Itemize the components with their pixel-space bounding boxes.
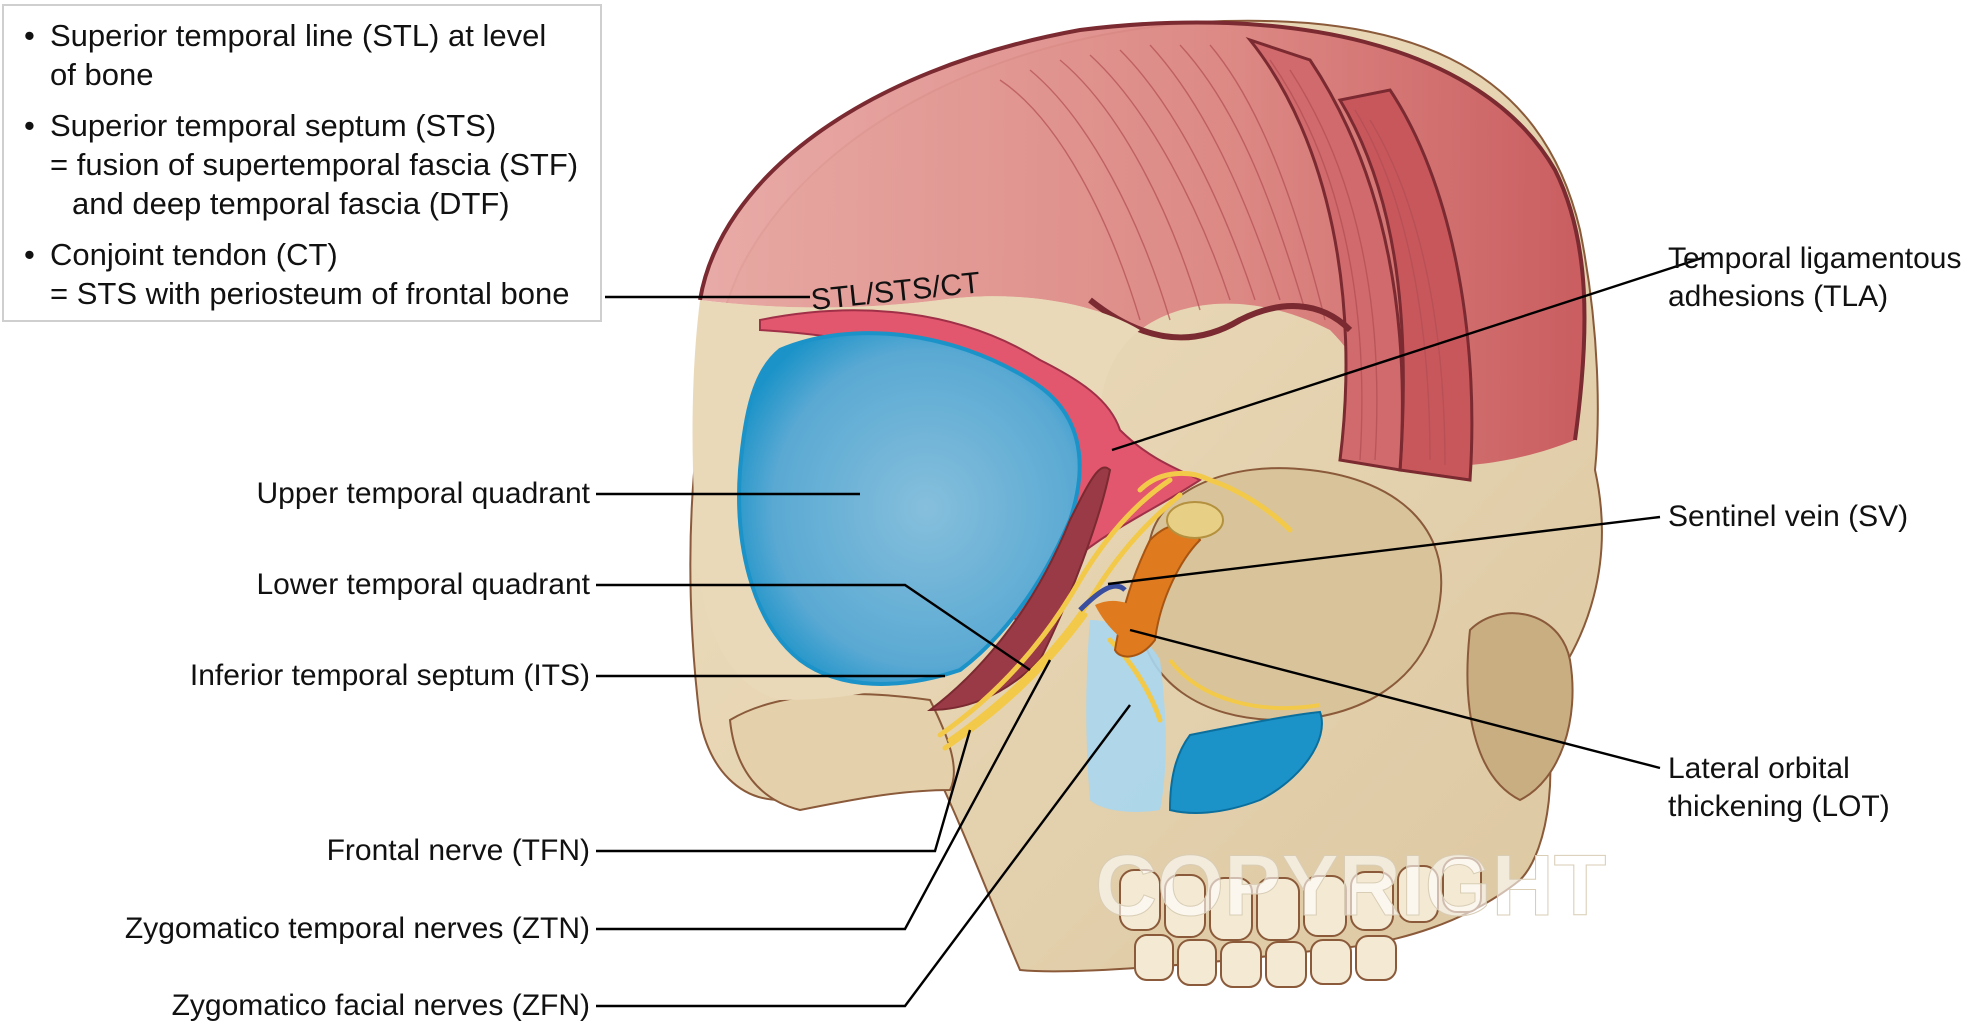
orbit-rim: [1168, 658, 1321, 710]
bullet-text: Superior temporal septum (STS) = fusion …: [50, 106, 590, 223]
label-inferior-temporal-septum: Inferior temporal septum (ITS): [189, 659, 590, 692]
nasal-cavity: [1466, 612, 1574, 802]
muscle-edge: [698, 20, 1587, 441]
label-lower-temporal-quadrant: Lower temporal quadrant: [256, 568, 590, 601]
leader-tfn: [596, 729, 972, 853]
upper-temporal-quadrant: [737, 331, 1082, 686]
zygomatic-arch: [728, 693, 955, 812]
muscle-fibers: [999, 44, 1446, 466]
bullet-dot: •: [24, 18, 35, 53]
leader-ztn: [596, 659, 1052, 931]
info-bullet-stl: • Superior temporal line (STL) at level …: [24, 16, 590, 94]
label-line: Sentinel vein (SV): [1668, 500, 1909, 533]
info-bullet-sts: • Superior temporal septum (STS) = fusio…: [24, 106, 590, 223]
info-bullet-ct: • Conjoint tendon (CT) = STS with perios…: [24, 235, 590, 313]
bullet-line: = STS with periosteum of frontal bone: [50, 276, 570, 311]
leader-lines: [596, 256, 1703, 1008]
label-sentinel-vein: Sentinel vein (SV): [1668, 498, 1908, 536]
lower-light-blue-region: [1086, 620, 1166, 812]
bullet-line: = fusion of supertemporal fascia (STF): [50, 147, 579, 182]
label-zygomatico-temporal-nerves: Zygomatico temporal nerves (ZTN): [124, 912, 590, 945]
bullet-line: Superior temporal line (STL) at level: [50, 18, 547, 53]
label-zygomatico-facial-nerves: Zygomatico facial nerves (ZFN): [171, 989, 590, 1022]
frontalis-band: [1337, 88, 1474, 482]
leader-lot: [1129, 628, 1661, 770]
leader-sv: [1107, 515, 1661, 586]
label-frontal-nerve: Frontal nerve (TFN): [326, 834, 590, 867]
label-temporal-ligamentous-adhesions: Temporal ligamentous adhesions (TLA): [1668, 240, 1961, 316]
label-lateral-orbital-thickening: Lateral orbital thickening (LOT): [1668, 750, 1890, 826]
bullet-line: and deep temporal fascia (DTF): [72, 186, 510, 221]
label-line: Temporal ligamentous: [1668, 242, 1962, 275]
label-line: thickening (LOT): [1668, 790, 1890, 823]
label-upper-temporal-quadrant: Upper temporal quadrant: [256, 477, 590, 510]
bullet-line: Superior temporal septum (STS): [50, 108, 497, 143]
frontalis-band-2: [1245, 36, 1404, 472]
bullet-text: Superior temporal line (STL) at level of…: [50, 16, 590, 94]
bullet-dot: •: [24, 108, 35, 143]
leader-zfn: [596, 704, 1131, 1008]
leader-lower-temporal: [596, 583, 1031, 671]
lot-tail: [1095, 600, 1148, 650]
teeth: [1119, 857, 1482, 988]
orbital-gland: [1166, 501, 1224, 539]
info-box: • Superior temporal line (STL) at level …: [2, 4, 602, 322]
leader-tla: [1111, 256, 1703, 452]
watermark: COPYRIGHT: [1095, 838, 1606, 934]
sentinel-vein: [1078, 583, 1127, 612]
label-line: Lateral orbital: [1668, 752, 1850, 785]
bullet-line: of bone: [50, 57, 154, 92]
zygoma-blue-wedge: [1168, 710, 1323, 814]
bullet-line: Conjoint tendon (CT): [50, 237, 338, 272]
bullet-dot: •: [24, 237, 35, 272]
bullet-text: Conjoint tendon (CT) = STS with perioste…: [50, 235, 590, 313]
label-line: adhesions (TLA): [1668, 280, 1889, 313]
